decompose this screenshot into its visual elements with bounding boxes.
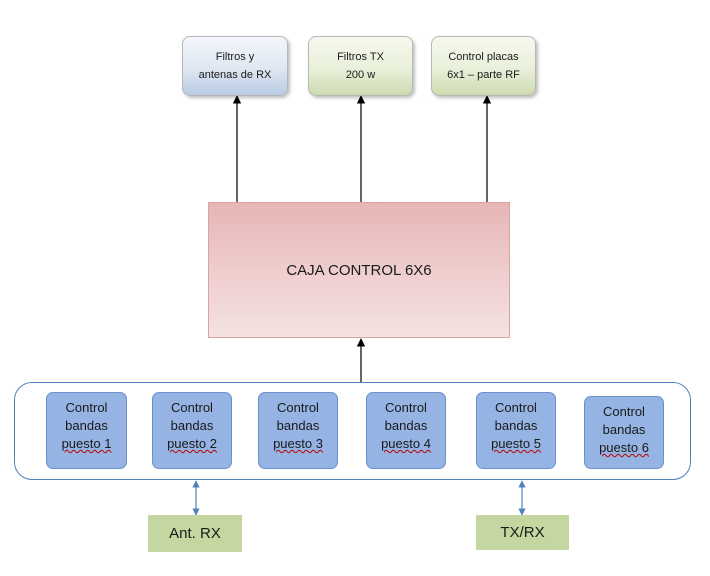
puesto-label: bandas <box>494 418 538 433</box>
txrx-label: TX/RX <box>500 524 545 541</box>
puesto-label: bandas <box>602 422 646 437</box>
puesto-label: Control <box>65 400 108 415</box>
puesto-label: puesto 3 <box>273 436 323 451</box>
control-box-6x6: CAJA CONTROL 6X6 <box>208 202 510 338</box>
puesto-label: Control <box>277 400 319 415</box>
puesto-4-box: Control bandas puesto 4 <box>366 392 446 469</box>
rf-control-box: Control placas 6x1 – parte RF <box>431 36 536 96</box>
puesto-1-box: Control bandas puesto 1 <box>46 392 127 469</box>
control-box-label: CAJA CONTROL 6X6 <box>286 261 432 279</box>
ant-rx-label: Ant. RX <box>169 525 221 542</box>
puesto-label: puesto 2 <box>167 436 217 451</box>
puesto-label: Control <box>171 400 213 415</box>
puesto-label: bandas <box>384 418 428 433</box>
puesto-label: Control <box>495 400 537 415</box>
puesto-label: puesto 5 <box>491 436 541 451</box>
puesto-label: bandas <box>276 418 320 433</box>
puesto-label: puesto 1 <box>61 436 112 451</box>
puesto-2-box: Control bandas puesto 2 <box>152 392 232 469</box>
tx-filters-box: Filtros TX 200 w <box>308 36 413 96</box>
puesto-5-box: Control bandas puesto 5 <box>476 392 556 469</box>
puesto-label: Control <box>603 404 645 419</box>
puesto-6-box: Control bandas puesto 6 <box>584 396 664 469</box>
puesto-label: Control <box>385 400 427 415</box>
puesto-label: puesto 6 <box>599 440 649 455</box>
puesto-label: puesto 4 <box>381 436 431 451</box>
txrx-box: TX/RX <box>476 515 569 550</box>
ant-rx-box: Ant. RX <box>148 515 242 552</box>
puesto-label: bandas <box>65 418 108 433</box>
puesto-label: bandas <box>170 418 214 433</box>
puesto-3-box: Control bandas puesto 3 <box>258 392 338 469</box>
rx-filters-box: Filtros y antenas de RX <box>182 36 288 96</box>
